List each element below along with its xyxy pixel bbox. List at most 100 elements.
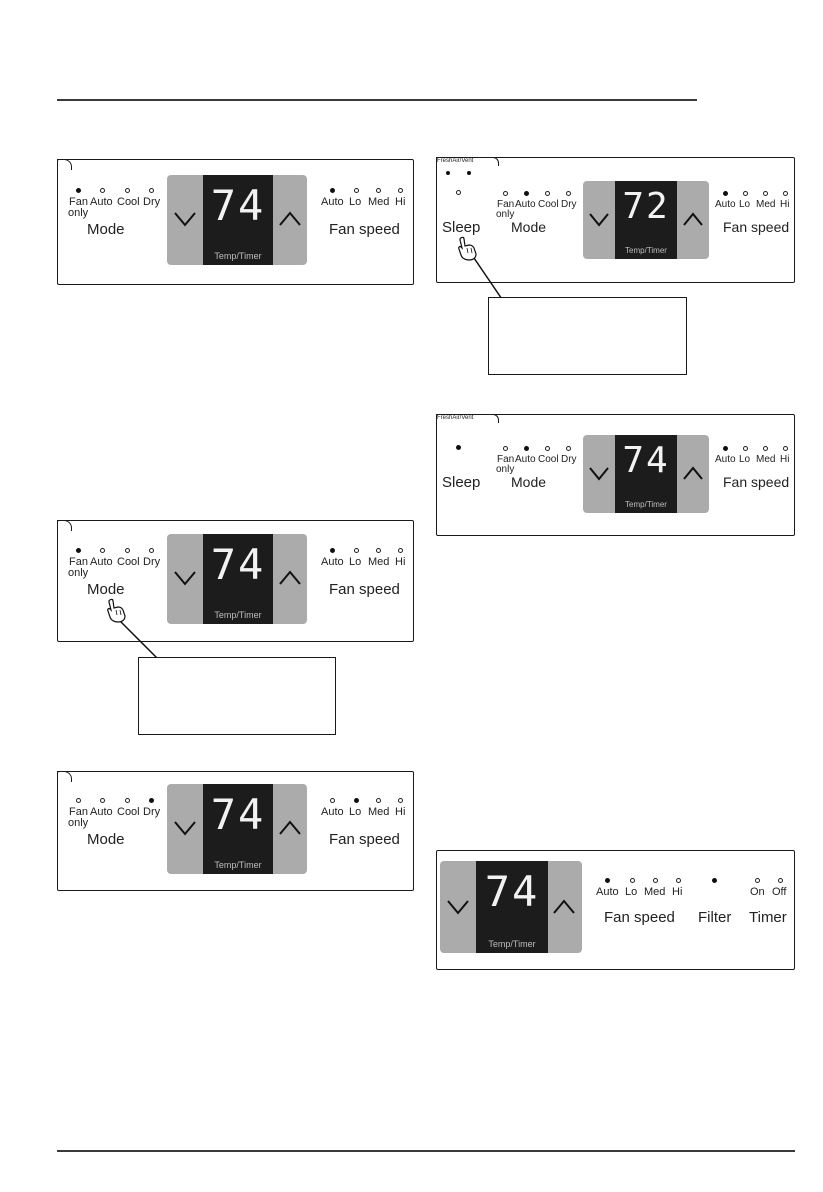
fan-indicator-hi bbox=[676, 878, 681, 883]
chevron-up-icon[interactable] bbox=[552, 899, 576, 915]
callout-box bbox=[488, 297, 687, 375]
temp-display: 72 Temp/Timer bbox=[583, 181, 709, 259]
fan-label-med: Med bbox=[368, 196, 390, 208]
mode-label-only: only bbox=[68, 817, 89, 829]
mode-label-only: only bbox=[68, 567, 89, 579]
mode-indicator-auto bbox=[100, 548, 105, 553]
display-caption: Temp/Timer bbox=[625, 246, 667, 255]
chevron-down-icon[interactable] bbox=[173, 570, 197, 586]
display-caption: Temp/Timer bbox=[214, 860, 262, 870]
chevron-down-icon[interactable] bbox=[173, 820, 197, 836]
temp-display: 74 Temp/Timer bbox=[167, 175, 307, 265]
display-caption: Temp/Timer bbox=[625, 500, 667, 509]
chevron-down-icon[interactable] bbox=[446, 899, 470, 915]
fan-label-lo: Lo bbox=[739, 199, 751, 210]
fan-speed-button[interactable]: Fan speed bbox=[723, 219, 790, 235]
mode-label-fan: Fan bbox=[69, 806, 88, 818]
vent-indicator bbox=[467, 171, 471, 175]
callout-box bbox=[138, 657, 336, 735]
temp-readout: 74 bbox=[210, 540, 266, 589]
fan-indicator-lo bbox=[354, 548, 359, 553]
fan-label-hi: Hi bbox=[395, 196, 406, 208]
mode-indicator-auto bbox=[524, 446, 529, 451]
fan-label-auto: Auto bbox=[321, 196, 344, 208]
mode-label-fan: Fan bbox=[497, 199, 515, 210]
mode-button[interactable]: Mode bbox=[511, 474, 547, 490]
chevron-up-icon[interactable] bbox=[682, 212, 704, 227]
timer-button[interactable]: Timer bbox=[749, 909, 787, 926]
mode-button[interactable]: Mode bbox=[87, 221, 125, 238]
chevron-up-icon[interactable] bbox=[278, 570, 302, 586]
sleep-indicator bbox=[456, 190, 461, 195]
fresh-air-vent-tab: FreshAir/Vent bbox=[436, 414, 499, 423]
mode-label-cool: Cool bbox=[117, 556, 140, 568]
fan-label-auto: Auto bbox=[321, 806, 344, 818]
fan-label-med: Med bbox=[368, 556, 390, 568]
chevron-up-icon[interactable] bbox=[682, 466, 704, 481]
fan-label-hi: Hi bbox=[395, 806, 406, 818]
mode-button[interactable]: Mode bbox=[87, 581, 125, 598]
mode-indicator-dry bbox=[149, 188, 154, 193]
filter-indicator bbox=[712, 878, 717, 883]
fan-indicator-lo bbox=[743, 446, 748, 451]
fan-label-lo: Lo bbox=[349, 556, 362, 568]
mode-label-dry: Dry bbox=[561, 199, 577, 210]
fan-indicator-hi bbox=[398, 548, 403, 553]
mode-label-auto: Auto bbox=[515, 454, 536, 465]
fan-speed-button[interactable]: Fan speed bbox=[604, 909, 675, 926]
control-panel-4: FreshAir/Vent Sleep Fan only Auto Cool D… bbox=[436, 157, 795, 283]
display-caption: Temp/Timer bbox=[214, 251, 262, 261]
fan-label-lo: Lo bbox=[739, 454, 751, 465]
temp-display: 74 Temp/Timer bbox=[167, 784, 307, 874]
mode-label-only: only bbox=[496, 464, 515, 475]
panel-tab bbox=[57, 520, 72, 531]
display-caption: Temp/Timer bbox=[488, 939, 536, 949]
timer-off-indicator bbox=[778, 878, 783, 883]
mode-indicator-cool bbox=[125, 548, 130, 553]
sleep-button[interactable]: Sleep bbox=[442, 474, 481, 491]
timer-on-indicator bbox=[755, 878, 760, 883]
fan-speed-button[interactable]: Fan speed bbox=[329, 221, 400, 238]
fan-label-auto: Auto bbox=[715, 199, 736, 210]
temp-readout: 74 bbox=[210, 181, 266, 230]
fresh-air-indicator bbox=[446, 171, 450, 175]
chevron-down-icon[interactable] bbox=[588, 466, 610, 481]
fresh-air-vent-label: FreshAir/Vent bbox=[437, 415, 474, 421]
mode-indicator-dry bbox=[149, 548, 154, 553]
sleep-button[interactable]: Sleep bbox=[442, 219, 481, 236]
timer-label-off: Off bbox=[772, 886, 787, 898]
fan-label-hi: Hi bbox=[780, 454, 790, 465]
fan-label-auto: Auto bbox=[596, 886, 619, 898]
temp-readout: 74 bbox=[210, 790, 266, 839]
fan-indicator-auto bbox=[723, 446, 728, 451]
fan-label-auto: Auto bbox=[715, 454, 736, 465]
control-panel-5: FreshAir/Vent Sleep Fan only Auto Cool D… bbox=[436, 414, 795, 536]
fan-indicator-hi bbox=[783, 191, 788, 196]
chevron-up-icon[interactable] bbox=[278, 211, 302, 227]
mode-button[interactable]: Mode bbox=[511, 219, 547, 235]
chevron-up-icon[interactable] bbox=[278, 820, 302, 836]
mode-indicator-cool bbox=[545, 191, 550, 196]
fan-indicator-lo bbox=[354, 798, 359, 803]
pointing-hand-icon bbox=[458, 236, 477, 261]
fan-speed-button[interactable]: Fan speed bbox=[723, 474, 790, 490]
temp-readout: 74 bbox=[484, 867, 540, 916]
mode-button[interactable]: Mode bbox=[87, 831, 125, 848]
timer-label-on: On bbox=[750, 886, 765, 898]
mode-label-only: only bbox=[496, 209, 515, 220]
mode-indicator-dry bbox=[566, 446, 571, 451]
fan-indicator-med bbox=[763, 191, 768, 196]
temp-readout: 74 bbox=[622, 440, 670, 481]
filter-button[interactable]: Filter bbox=[698, 909, 732, 926]
mode-indicator-fan-only bbox=[503, 191, 508, 196]
mode-label-auto: Auto bbox=[90, 806, 113, 818]
chevron-down-icon[interactable] bbox=[173, 211, 197, 227]
mode-label-cool: Cool bbox=[117, 806, 140, 818]
fan-indicator-auto bbox=[605, 878, 610, 883]
fan-indicator-hi bbox=[783, 446, 788, 451]
fan-speed-button[interactable]: Fan speed bbox=[329, 581, 400, 598]
chevron-down-icon[interactable] bbox=[588, 212, 610, 227]
temp-readout: 72 bbox=[622, 186, 670, 227]
mode-label-cool: Cool bbox=[538, 199, 559, 210]
fan-speed-button[interactable]: Fan speed bbox=[329, 831, 400, 848]
